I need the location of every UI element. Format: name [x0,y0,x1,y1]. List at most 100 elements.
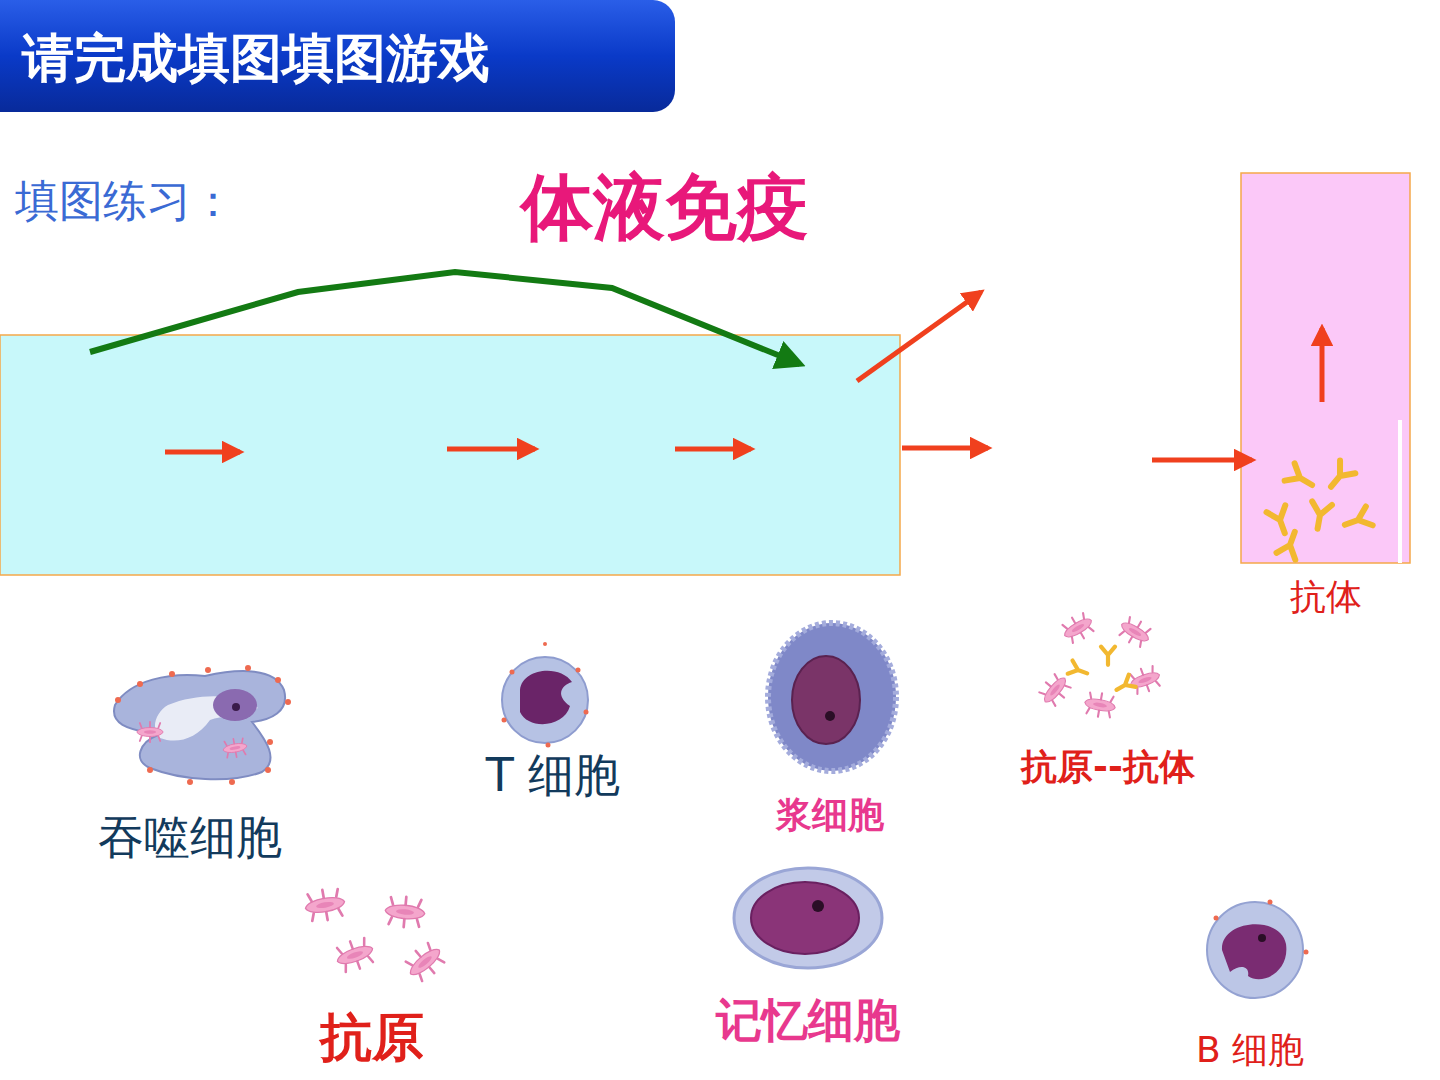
t-cell-picture [546,743,551,748]
plasma-cell-picture [768,623,896,771]
phagocyte-picture [115,665,291,785]
node-label: 吞噬细胞 [90,810,290,865]
plasma-cell: 浆细胞 [750,620,910,840]
exercise-label: 填图练习： [15,172,235,231]
phagocyte-picture [169,671,175,677]
flow-arrow [447,447,535,452]
flow-arrow [165,292,1322,460]
phagocyte-picture [187,779,193,785]
b-cell-picture [1207,902,1303,998]
node-label: T 细胞 [463,748,643,803]
white-line [1398,420,1402,563]
flow-arrow [1320,328,1325,402]
memory-cell-picture [734,868,882,968]
phagocyte-picture [115,697,121,703]
plasma-cell-picture [825,711,835,721]
b-cell-picture [1214,900,1309,955]
phagocyte-picture [205,667,211,673]
antigen-picture [384,895,426,929]
node-label: 抗体 [1241,575,1410,618]
title-text: 请完成填图填图游戏 [22,24,490,94]
flow-arrow [165,450,240,455]
antigen-antibody-picture [1068,661,1090,680]
t-cell: T 细胞 [463,655,643,807]
antigen-antibody-picture [1036,671,1074,710]
b-cell-picture [1207,900,1309,999]
b-cell-picture [1258,934,1266,942]
phagocyte-picture [267,739,273,745]
antigen-antibody-picture [1036,610,1164,719]
memory-cell: 记忆细胞 [708,865,908,1052]
plasma-cell-picture [792,656,860,744]
flow-arrow [675,447,751,452]
t-cell-picture [520,671,572,724]
phagocyte-picture [114,665,291,785]
node-label: 抗原 [282,1006,462,1068]
phagocyte-cell: 吞噬细胞 [90,662,290,869]
phagocyte-picture [137,722,163,742]
antibody-picture [1266,460,1372,559]
b-cell: B 细胞 [1170,898,1330,1075]
node-label: B 细胞 [1170,1028,1330,1071]
b-cell-picture [1304,950,1309,955]
phagocyte-picture [275,677,281,683]
antigen-picture [303,886,347,923]
antigen-antibody-picture [1126,664,1163,697]
t-cell-picture [502,642,589,748]
memory-cell-picture [751,882,859,954]
antibody-picture [1266,505,1294,536]
antigen-antibody-picture [1059,610,1098,646]
node-label: 抗原--抗体 [988,745,1228,788]
phagocyte-picture [114,671,285,779]
phagocyte-picture [137,681,143,687]
memory-cell-picture [734,868,882,968]
title-bar [0,0,675,112]
antibody-picture [1276,528,1304,559]
b-cell-picture [1214,916,1219,921]
node-label: 记忆细胞 [708,993,908,1048]
t-cell-picture [502,642,589,748]
t-cell-picture [510,670,515,675]
b-cell-picture [1268,900,1273,905]
memory-cell-picture [812,900,824,912]
t-cell-picture [584,710,589,715]
antibody-box [1241,173,1410,563]
flow-arrow [90,272,800,364]
antibody-picture [1308,501,1332,530]
antigen-picture [401,939,448,985]
t-cell-picture [502,657,588,743]
flow-arrow [1152,458,1252,463]
antigen-picture [332,935,377,975]
antigen-antibody: 抗原--抗体 [988,600,1228,792]
phagocyte-picture [229,779,235,785]
antigen-antibody-picture [1116,614,1155,650]
antibody-picture [1323,460,1355,493]
antigen-antibody-picture [1101,647,1115,665]
antigen-picture [303,886,449,985]
antigen-antibody-picture [1113,675,1136,696]
heading-text: 体液免疫 [521,160,809,256]
t-cell-picture [543,642,547,646]
antibody-picture [1285,463,1318,493]
t-cell-picture [576,668,581,673]
antigen-antibody-picture [1083,691,1117,720]
phagocyte-picture [147,767,153,773]
process-region [0,335,900,575]
node-label: 浆细胞 [750,793,910,836]
antibody-picture [1341,506,1372,534]
phagocyte-picture [213,689,257,721]
flow-arrow [857,292,981,381]
plasma-cell-picture [768,623,896,771]
flow-arrow [902,446,988,451]
phagocyte-picture [285,699,291,705]
b-cell-picture [1222,924,1286,979]
antigen: 抗原 [282,880,462,1072]
phagocyte-picture [221,737,248,760]
antibody-box: 抗体 [1241,173,1410,563]
t-cell-picture [502,718,507,723]
phagocyte-picture [232,703,240,711]
phagocyte-picture [265,767,271,773]
phagocyte-picture [245,665,251,671]
